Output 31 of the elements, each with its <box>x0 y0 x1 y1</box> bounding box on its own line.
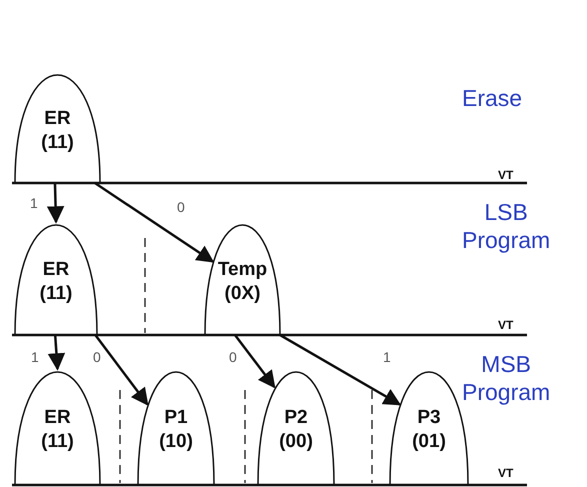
axis-label: VT <box>498 168 514 182</box>
distribution-curve <box>15 75 100 183</box>
state-label: P1 (10) <box>159 406 193 454</box>
axis-label: VT <box>498 318 514 332</box>
arrow <box>48 334 66 371</box>
arrow <box>46 182 64 224</box>
edge-label: 0 <box>228 350 238 365</box>
phase-label: Erase <box>462 84 522 112</box>
distribution-curve <box>15 225 97 335</box>
state-label: ER (11) <box>40 258 72 306</box>
edge-label: 0 <box>92 350 102 365</box>
state-label: ER (11) <box>41 107 74 155</box>
state-label: P2 (00) <box>279 406 313 454</box>
distribution-curve <box>205 225 280 335</box>
arrow <box>234 334 276 388</box>
state-label: Temp (0X) <box>218 258 268 306</box>
state-label: ER (11) <box>41 406 74 454</box>
distribution-curve <box>258 372 334 485</box>
edge-label: 1 <box>382 350 392 365</box>
edge-label: 0 <box>176 200 186 215</box>
edge-label: 1 <box>30 350 40 365</box>
edge-label: 1 <box>29 196 39 211</box>
distribution-curve <box>138 372 214 485</box>
state-label: P3 (01) <box>412 406 446 454</box>
arrow <box>94 182 214 263</box>
phase-label: LSB Program <box>462 198 550 254</box>
phase-label: MSB Program <box>462 350 550 406</box>
axis-label: VT <box>498 466 514 480</box>
distribution-curve <box>15 372 100 485</box>
arrow <box>279 334 402 406</box>
arrow <box>94 334 148 406</box>
